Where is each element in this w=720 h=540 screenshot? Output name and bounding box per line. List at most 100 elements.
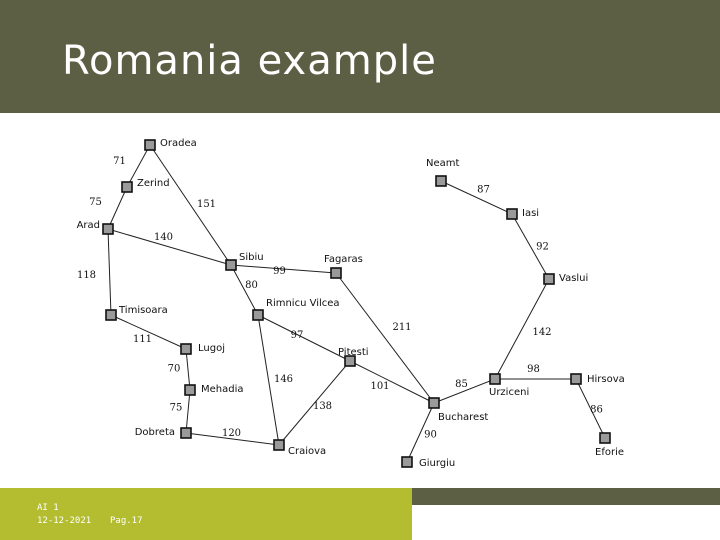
distance-label-dobreta-craiova: 120 (222, 428, 241, 439)
road-pitesti-bucharest (349, 360, 435, 404)
road-sibiu-fagaras (230, 264, 337, 274)
road-dobreta-craiova (185, 432, 280, 446)
city-node-craiova (273, 439, 285, 451)
city-bucharest: Bucharest (428, 397, 488, 423)
city-mehadia: Mehadia (184, 384, 244, 396)
distance-label-mehadia-dobreta: 75 (170, 403, 183, 414)
city-lugoj: Lugoj (180, 343, 225, 355)
city-craiova: Craiova (273, 439, 326, 457)
city-vaslui: Vaslui (543, 273, 588, 285)
city-node-neamt (435, 175, 447, 187)
road-craiova-pitesti (278, 360, 351, 446)
distance-label-oradea-zerind: 71 (113, 156, 126, 167)
distance-label-urziceni-vaslui: 142 (532, 327, 551, 338)
city-label-oradea: Oradea (160, 138, 197, 149)
road-rimnicu-craiova (257, 314, 280, 446)
distance-label-rimnicu-craiova: 146 (274, 374, 293, 385)
road-mehadia-dobreta (185, 389, 191, 434)
city-label-urziceni: Urziceni (489, 387, 529, 398)
city-label-hirsova: Hirsova (587, 374, 625, 385)
city-node-giurgiu (401, 456, 413, 468)
city-label-arad: Arad (77, 220, 100, 231)
road-sibiu-rimnicu (230, 264, 259, 316)
distance-label-oradea-sibiu: 151 (197, 199, 216, 210)
footer-page-number: Pag.17 (110, 516, 143, 526)
city-node-oradea (144, 139, 156, 151)
footer-course: AI 1 (37, 503, 59, 513)
city-node-vaslui (543, 273, 555, 285)
road-lugoj-mehadia (185, 348, 191, 391)
city-label-iasi: Iasi (522, 208, 539, 219)
distance-label-fagaras-bucharest: 211 (392, 322, 411, 333)
city-node-eforie (599, 432, 611, 444)
city-label-zerind: Zerind (137, 178, 170, 189)
road-bucharest-giurgiu (406, 402, 435, 463)
city-zerind: Zerind (121, 178, 170, 193)
city-label-eforie: Eforie (595, 447, 624, 458)
road-vaslui-iasi (511, 213, 550, 280)
distance-label-vaslui-iasi: 92 (536, 242, 549, 253)
city-giurgiu: Giurgiu (401, 456, 455, 469)
city-node-fagaras (330, 267, 342, 279)
city-label-pitesti: Pitesti (338, 347, 369, 358)
distance-label-hirsova-eforie: 86 (590, 405, 603, 416)
city-sibiu: Sibiu (225, 252, 264, 271)
distance-label-pitesti-bucharest: 101 (370, 381, 389, 392)
city-label-bucharest: Bucharest (438, 412, 488, 423)
city-node-zerind (121, 181, 133, 193)
distance-label-craiova-pitesti: 138 (313, 401, 332, 412)
city-arad: Arad (77, 220, 114, 235)
city-pitesti: Pitesti (338, 347, 369, 367)
slide-title: Romania example (62, 38, 437, 84)
city-node-lugoj (180, 343, 192, 355)
road-oradea-sibiu (149, 144, 232, 266)
distance-label-bucharest-urziceni: 85 (455, 379, 468, 390)
city-label-timisoara: Timisoara (118, 305, 168, 316)
distance-label-rimnicu-pitesti: 97 (291, 330, 304, 341)
city-node-bucharest (428, 397, 440, 409)
road-bucharest-urziceni (433, 378, 496, 404)
city-label-giurgiu: Giurgiu (419, 458, 455, 469)
city-label-rimnicu: Rimnicu Vilcea (266, 298, 340, 309)
distance-label-iasi-neamt: 87 (477, 185, 490, 196)
distance-label-arad-timisoara: 118 (77, 270, 96, 281)
road-arad-sibiu (107, 228, 232, 266)
city-label-neamt: Neamt (426, 158, 460, 169)
road-timisoara-lugoj (110, 314, 187, 350)
city-eforie: Eforie (595, 432, 624, 458)
distance-label-timisoara-lugoj: 111 (133, 334, 152, 345)
distance-label-sibiu-fagaras: 99 (273, 266, 286, 277)
city-label-dobreta: Dobreta (135, 427, 175, 438)
city-node-iasi (506, 208, 518, 220)
city-node-arad (102, 223, 114, 235)
city-timisoara: Timisoara (105, 305, 168, 321)
footer-accent-bar (412, 488, 720, 505)
road-urziceni-vaslui (494, 278, 550, 380)
road-zerind-arad (107, 186, 128, 230)
city-urziceni: Urziceni (489, 373, 529, 398)
city-node-pitesti (344, 355, 356, 367)
road-fagaras-bucharest (335, 272, 435, 404)
city-label-fagaras: Fagaras (324, 254, 363, 265)
city-label-lugoj: Lugoj (198, 343, 225, 354)
distance-label-bucharest-giurgiu: 90 (424, 430, 437, 441)
city-hirsova: Hirsova (570, 373, 625, 385)
city-node-dobreta (180, 427, 192, 439)
city-node-sibiu (225, 259, 237, 271)
city-node-rimnicu (252, 309, 264, 321)
city-label-sibiu: Sibiu (239, 252, 264, 263)
road-rimnicu-pitesti (257, 314, 351, 362)
city-fagaras: Fagaras (324, 254, 363, 279)
distance-label-zerind-arad: 75 (89, 197, 102, 208)
distance-label-urziceni-hirsova: 98 (527, 364, 540, 375)
road-oradea-zerind (126, 144, 151, 188)
city-label-craiova: Craiova (288, 446, 326, 457)
city-node-timisoara (105, 309, 117, 321)
city-dobreta: Dobreta (135, 427, 192, 439)
city-rimnicu: Rimnicu Vilcea (252, 298, 340, 321)
city-oradea: Oradea (144, 138, 197, 151)
footer-date: 12-12-2021 (37, 516, 92, 526)
city-iasi: Iasi (506, 208, 539, 220)
road-hirsova-eforie (575, 378, 606, 439)
